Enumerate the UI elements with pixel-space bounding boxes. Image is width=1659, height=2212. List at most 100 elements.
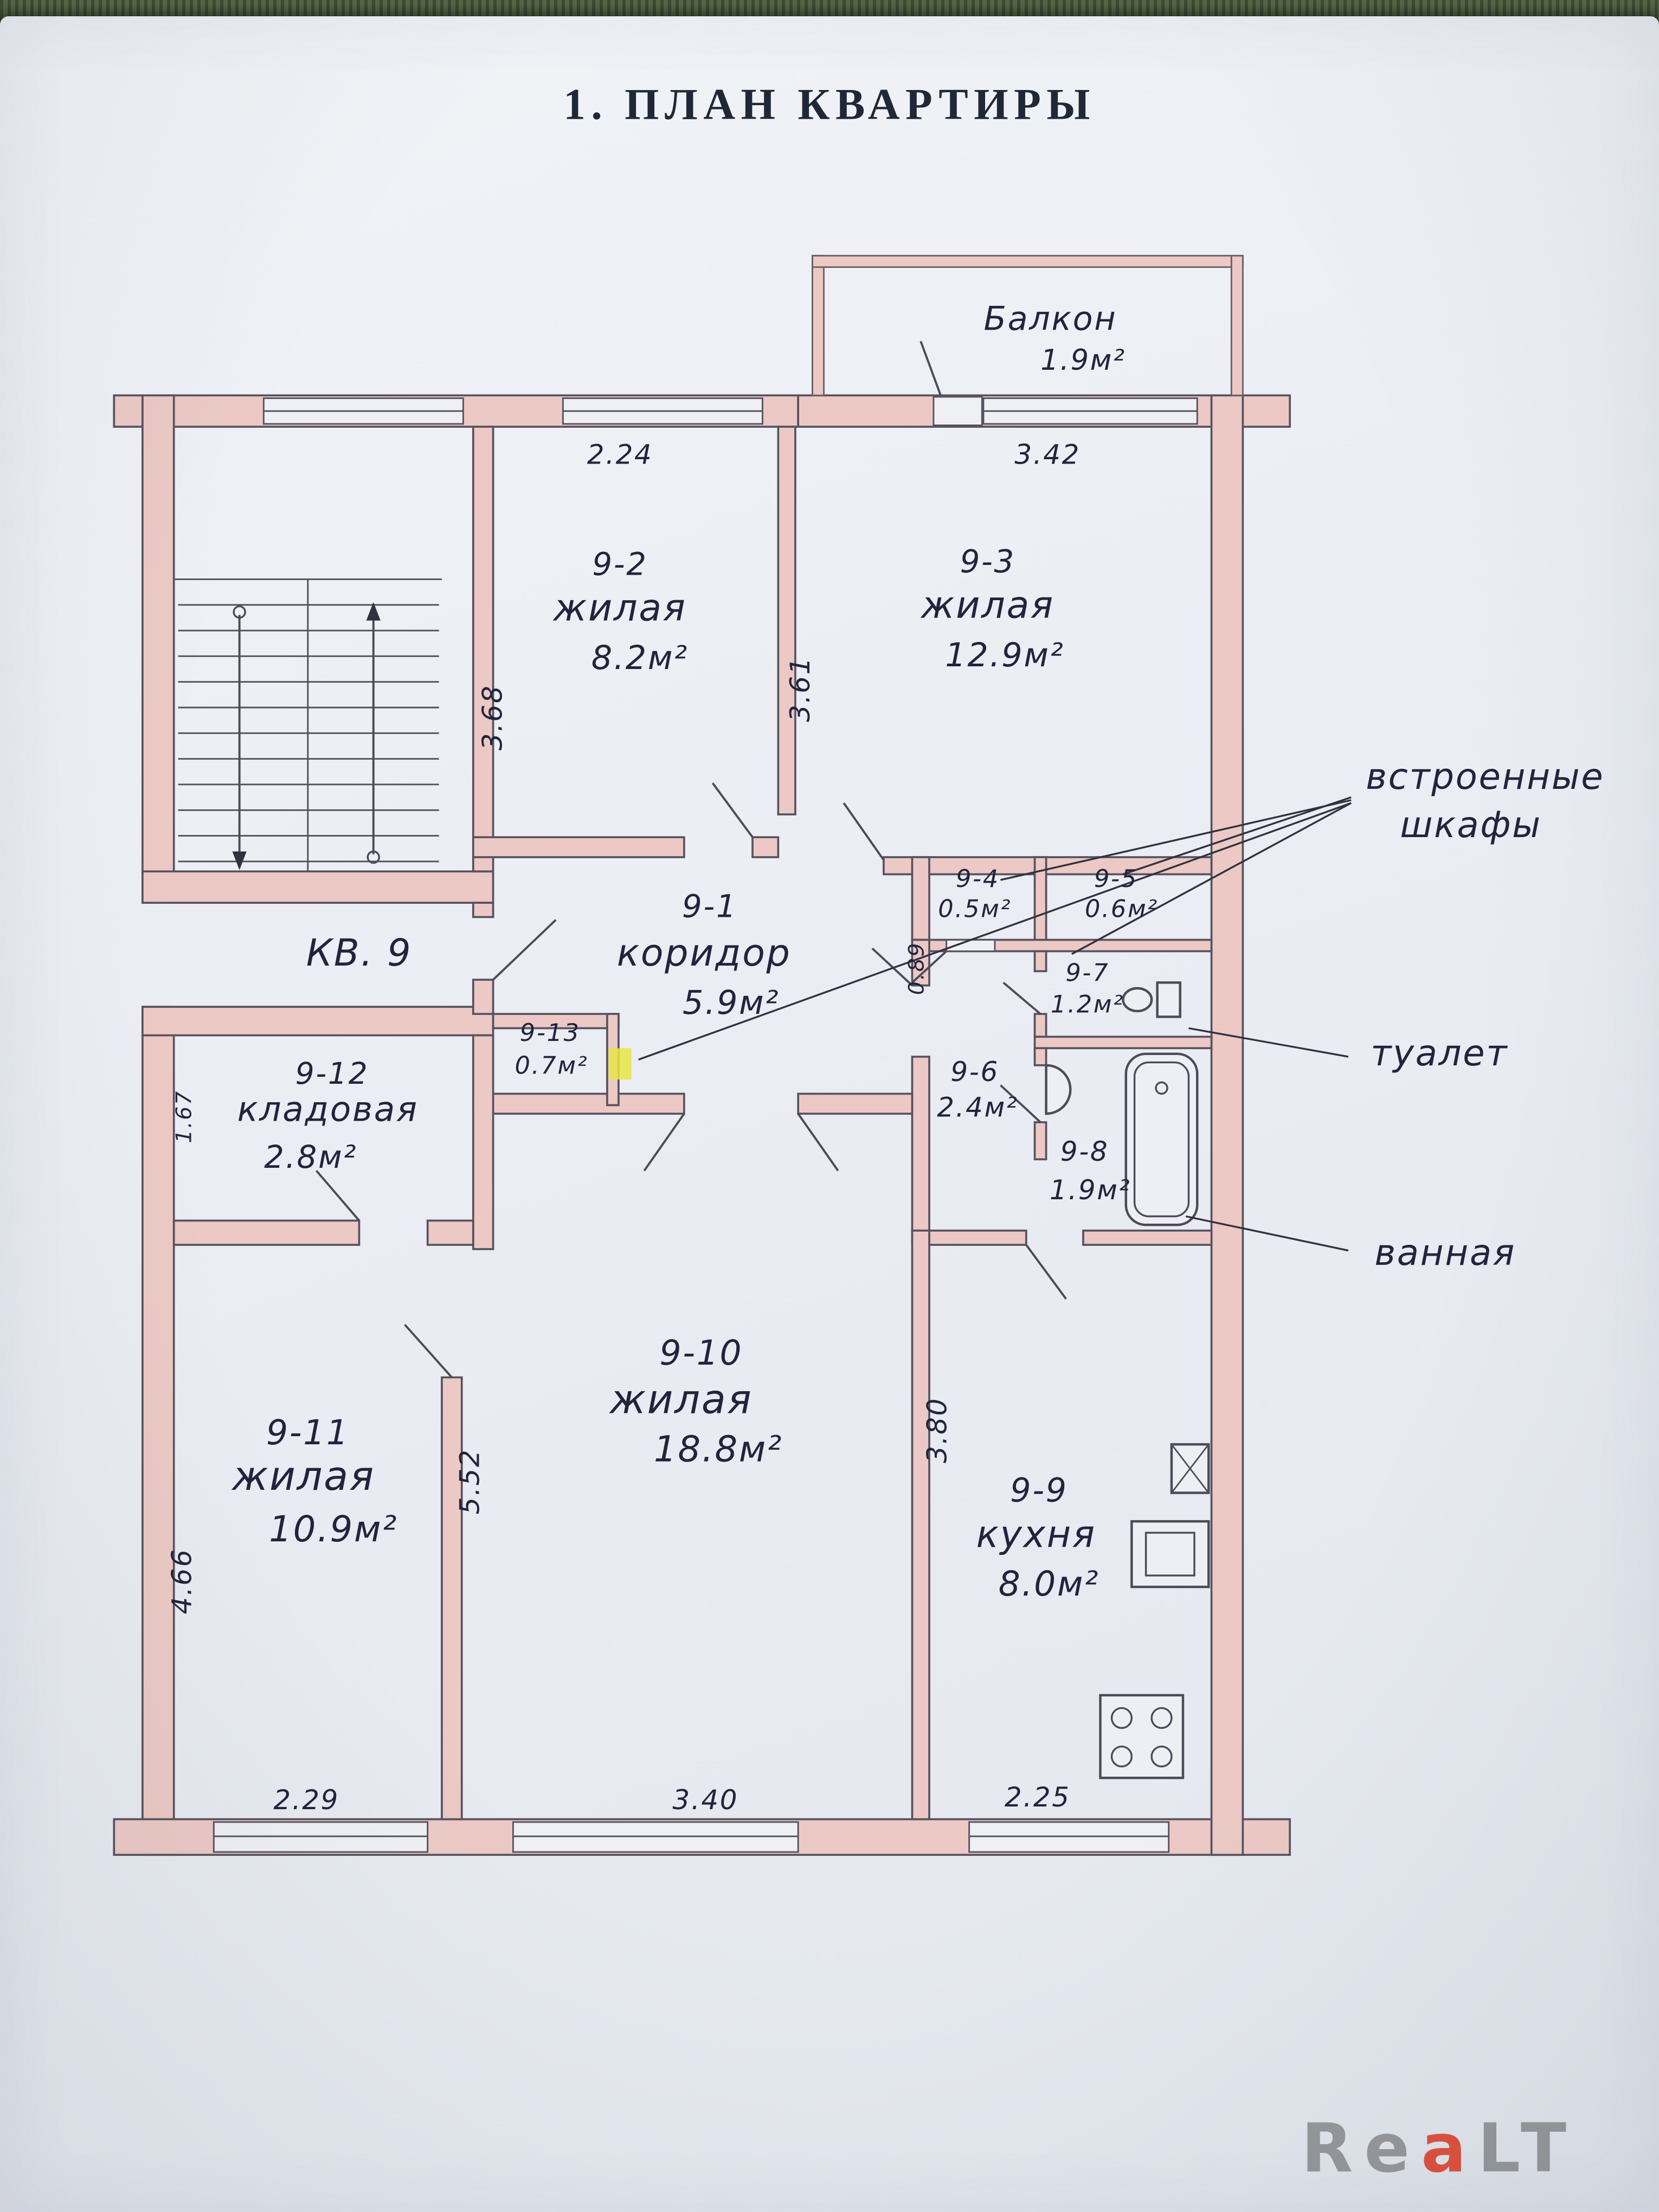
- room-9-3-area: 12.9м²: [945, 636, 1064, 674]
- room-label-9-11: 9-11 жилая 10.9м²: [231, 1412, 398, 1550]
- dimension-kitchen-vertical: 3.80: [922, 1397, 953, 1463]
- wall-9-2-bottom-right: [751, 836, 780, 858]
- room-label-9-7: 9-7 1.2м²: [1051, 959, 1124, 1019]
- fixtures: [1045, 981, 1210, 1779]
- door-9-3-leaf: [843, 802, 885, 861]
- room-label-9-2: 9-2 жилая 8.2м²: [552, 546, 687, 678]
- room-9-8-area: 1.9м²: [1050, 1174, 1131, 1206]
- room-9-11-name: жилая: [231, 1454, 375, 1500]
- walls: [113, 255, 1291, 1856]
- washbasin-icon: [1045, 1064, 1072, 1115]
- balcony-door-leaf: [919, 340, 942, 396]
- dimension-bottom-left: 2.29: [273, 1784, 339, 1816]
- corridor-bottom-wall-right: [797, 1092, 914, 1115]
- room-9-3-id: 9-3: [960, 543, 1015, 580]
- closet-9-13-top-wall: [492, 1013, 620, 1030]
- corridor-bottom-wall-left: [472, 1092, 685, 1115]
- entry-door-leaf: [492, 919, 557, 981]
- room-label-9-9: 9-9 кухня 8.0м²: [976, 1471, 1099, 1604]
- floorplan-svg: 1. ПЛАН КВАРТИРЫ: [113, 79, 1604, 2188]
- room-9-10-area: 18.8м²: [654, 1429, 783, 1470]
- wall-9-6-9-7-upper: [1033, 950, 1047, 973]
- room-9-5-area: 0.6м²: [1085, 895, 1159, 923]
- room-9-6-id: 9-6: [950, 1056, 999, 1088]
- room-9-7-id: 9-7: [1065, 959, 1109, 987]
- door-9-12-leaf: [316, 1170, 360, 1221]
- bathtub-icon: [1124, 1052, 1199, 1226]
- stairs-up-arrow: [366, 602, 381, 864]
- annotation-closets-line1: встроенные: [1366, 756, 1604, 798]
- room-9-11-id: 9-11: [266, 1412, 350, 1452]
- dimension-left-upper: 3.68: [477, 685, 508, 751]
- door-9-4-leaf: [911, 950, 947, 983]
- realt-watermark-logo: ReaLT: [1301, 2110, 1578, 2188]
- room-9-10-name: жилая: [609, 1377, 753, 1423]
- wall-9-6-9-8-lower: [1033, 1121, 1047, 1161]
- room-9-9-id: 9-9: [1010, 1471, 1068, 1509]
- door-kitchen-leaf: [1025, 1244, 1067, 1300]
- room-label-9-5: 9-5 0.6м²: [1085, 865, 1159, 923]
- dimension-storage-width: 1.67: [171, 1090, 196, 1143]
- balcony-wall-right: [1230, 255, 1244, 396]
- dimension-top-left: 2.24: [587, 439, 653, 470]
- wall-9-6-9-8-upper: [1033, 1047, 1047, 1066]
- room-label-9-1: 9-1 коридор 5.9м²: [617, 888, 790, 1022]
- room-9-9-name: кухня: [976, 1513, 1096, 1556]
- vent-shaft-icon: [1170, 1443, 1210, 1494]
- room-9-4-area: 0.5м²: [938, 895, 1012, 923]
- outer-wall-left-upper: [142, 394, 175, 904]
- room-label-9-3: 9-3 жилая 12.9м²: [920, 543, 1064, 674]
- apartment-number-label: КВ. 9: [306, 932, 412, 975]
- closets-top-wall: [883, 856, 1213, 876]
- room-label-9-10: 9-10 жилая 18.8м²: [609, 1333, 783, 1470]
- page-title: 1. ПЛАН КВАРТИРЫ: [563, 79, 1096, 128]
- door-9-6-leaf: [871, 947, 913, 987]
- room-label-9-13: 9-13 0.7м²: [515, 1019, 588, 1080]
- dimension-bottom-center: 3.40: [672, 1784, 738, 1816]
- dimension-labels: 2.24 3.42 3.68 3.61 0.89 1.67 5.52 4.66 …: [166, 439, 1079, 1816]
- door-9-10-leaf-left: [643, 1113, 685, 1172]
- balcony-wall-left: [812, 255, 825, 396]
- door-leaves: [316, 340, 1067, 1378]
- room-9-10-id: 9-10: [660, 1333, 743, 1373]
- room-9-12-id: 9-12: [295, 1057, 369, 1091]
- entry-wall-lower: [472, 979, 494, 1015]
- wall-9-7-9-8: [1033, 1036, 1213, 1050]
- outer-wall-left-lower: [142, 1006, 175, 1856]
- door-9-7-leaf: [1002, 981, 1041, 1015]
- room-9-8-id: 9-8: [1060, 1136, 1109, 1167]
- dimension-closet-width: 0.89: [904, 942, 929, 995]
- wall-9-6-9-7-lower: [1033, 1013, 1047, 1038]
- room-9-5-id: 9-5: [1094, 865, 1138, 893]
- kitchen-sink-icon: [1130, 1520, 1210, 1589]
- storage-bottom-wall-right: [426, 1219, 474, 1246]
- room-9-12-area: 2.8м²: [264, 1139, 357, 1175]
- stove-icon: [1099, 1694, 1185, 1779]
- room-9-7-area: 1.2м²: [1051, 991, 1124, 1019]
- logo-prefix: Re: [1301, 2110, 1421, 2188]
- dimension-mid-upper: 3.61: [785, 656, 816, 722]
- annotation-built-in-closets: встроенные шкафы: [1366, 756, 1604, 846]
- floor-plan-sheet: 1. ПЛАН КВАРТИРЫ: [0, 16, 1659, 2212]
- door-9-8-leaf: [1000, 1084, 1041, 1123]
- wall-9-4-left: [911, 856, 930, 941]
- room-label-9-6: 9-6 2.4м²: [937, 1056, 1017, 1123]
- room-9-2-id: 9-2: [592, 546, 647, 583]
- annotation-toilet: туалет: [1371, 1033, 1508, 1074]
- room-9-1-area: 5.9м²: [683, 984, 780, 1022]
- stairwell-bottom-wall: [142, 870, 494, 904]
- room-9-12-name: кладовая: [237, 1089, 419, 1129]
- balcony-name: Балкон: [983, 300, 1117, 338]
- storage-right-wall: [472, 1034, 494, 1250]
- room-9-11-area: 10.9м²: [269, 1509, 398, 1550]
- wall-9-8-bottom: [1082, 1229, 1213, 1246]
- door-9-10-leaf-right: [797, 1113, 839, 1172]
- room-9-1-id: 9-1: [682, 888, 737, 924]
- windows: [213, 396, 1198, 1853]
- room-9-13-area: 0.7м²: [515, 1052, 588, 1080]
- annotation-bathroom: ванная: [1374, 1232, 1516, 1274]
- room-9-9-area: 8.0м²: [999, 1564, 1099, 1604]
- stairs-down-arrow: [232, 605, 247, 870]
- annotation-leader-lines: [638, 796, 1352, 1252]
- balcony-wall-top: [812, 255, 1244, 268]
